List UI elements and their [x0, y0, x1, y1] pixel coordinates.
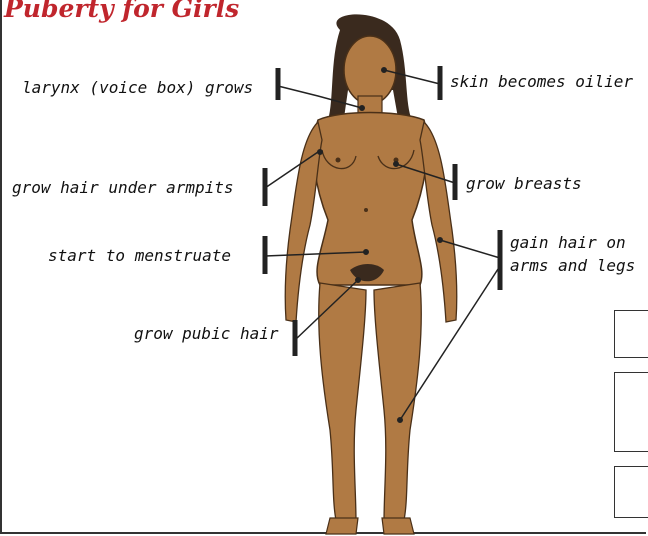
answer-box-2[interactable]: [614, 372, 648, 452]
left-foot: [326, 518, 358, 534]
answer-box-1[interactable]: [614, 310, 648, 358]
label-armpits: grow hair under armpits: [12, 178, 234, 198]
label-larynx: larynx (voice box) grows: [22, 78, 253, 98]
left-arm: [285, 122, 322, 322]
navel: [364, 208, 368, 212]
right-foot: [382, 518, 414, 534]
left-leg: [319, 283, 366, 522]
torso: [313, 113, 427, 286]
label-arms-legs-line1: gain hair on: [510, 233, 626, 253]
label-arms-legs-line2: arms and legs: [510, 256, 635, 276]
label-skin: skin becomes oilier: [450, 72, 633, 92]
answer-box-3[interactable]: [614, 466, 648, 518]
label-pubic: grow pubic hair: [134, 324, 279, 344]
head: [344, 36, 396, 104]
right-leg: [374, 283, 421, 522]
right-arm: [420, 122, 457, 322]
label-breasts: grow breasts: [466, 174, 582, 194]
label-menstruate: start to menstruate: [48, 246, 231, 266]
